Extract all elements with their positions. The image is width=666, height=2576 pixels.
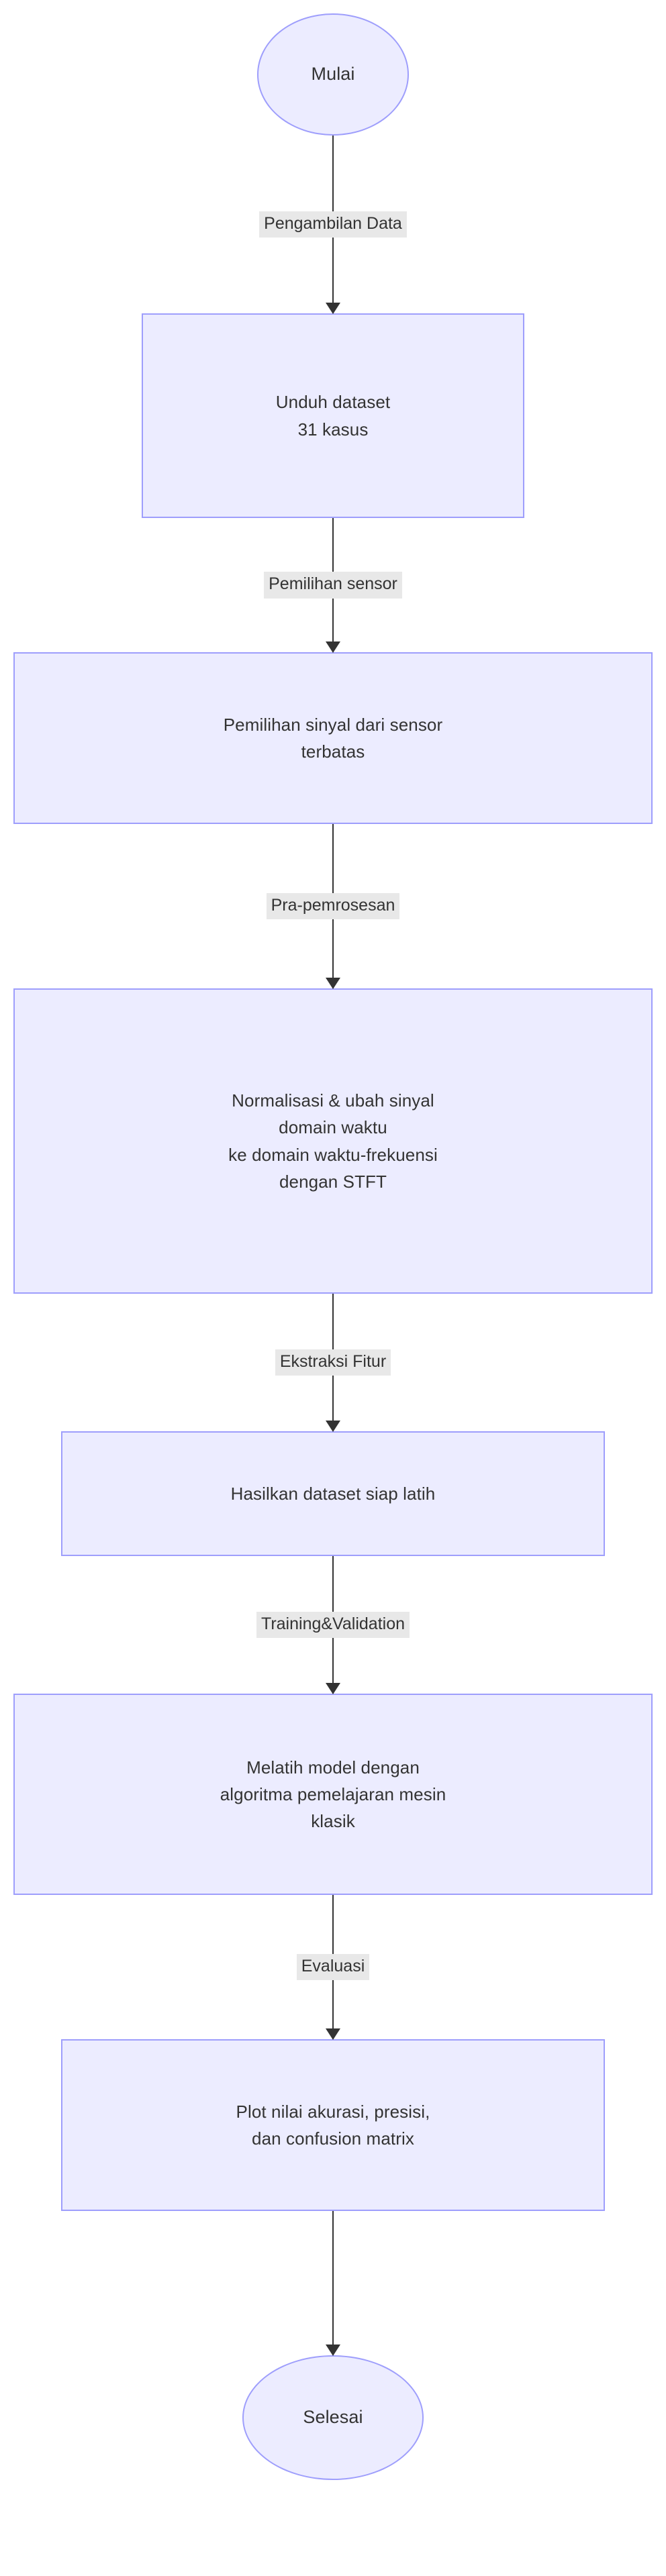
edge-label-pemilihan-sensor: Pemilihan sensor [264, 572, 402, 599]
edge-unduh-to-sensor: Pemilihan sensor [0, 518, 666, 653]
node-melatih-model[interactable]: Melatih model dengan algoritma pemelajar… [13, 1694, 653, 1895]
arrowhead-icon [326, 641, 340, 653]
node-pemilihan-sinyal[interactable]: Pemilihan sinyal dari sensor terbatas [13, 652, 653, 824]
node-unduh-dataset[interactable]: Unduh dataset 31 kasus [142, 313, 524, 518]
edge-label-pengambilan-data: Pengambilan Data [259, 211, 407, 238]
arrowhead-icon [326, 2345, 340, 2356]
node-unduh-dataset-label: Unduh dataset 31 kasus [275, 392, 391, 440]
edge-label-pra-pemrosesan: Pra-pemrosesan [266, 892, 400, 920]
node-plot-metrik-label: Plot nilai akurasi, presisi, dan confusi… [236, 2101, 430, 2149]
node-start-label: Mulai [311, 64, 355, 85]
arrowhead-icon [326, 1683, 340, 1694]
node-normalisasi-stft-label: Normalisasi & ubah sinyal domain waktu k… [228, 1090, 438, 1192]
node-pemilihan-sinyal-label: Pemilihan sinyal dari sensor terbatas [223, 714, 443, 762]
arrowhead-icon [326, 978, 340, 989]
node-end-label: Selesai [303, 2407, 363, 2428]
arrowhead-icon [326, 1421, 340, 1432]
edge-label-training-validation: Training&Validation [256, 1611, 410, 1639]
node-normalisasi-stft[interactable]: Normalisasi & ubah sinyal domain waktu k… [13, 988, 653, 1294]
edge-label-ekstraksi-fitur: Ekstraksi Fitur [275, 1349, 391, 1376]
node-dataset-siap-latih[interactable]: Hasilkan dataset siap latih [61, 1431, 605, 1556]
node-end[interactable]: Selesai [242, 2355, 424, 2480]
node-melatih-model-label: Melatih model dengan algoritma pemelajar… [220, 1757, 446, 1832]
edge-latih-to-plot: Evaluasi [0, 1895, 666, 2040]
edge-stft-to-siap: Ekstraksi Fitur [0, 1294, 666, 1432]
edge-siap-to-latih: Training&Validation [0, 1556, 666, 1694]
edge-label-evaluasi: Evaluasi [296, 1953, 370, 1981]
node-plot-metrik[interactable]: Plot nilai akurasi, presisi, dan confusi… [61, 2039, 605, 2211]
edge-start-to-unduh: Pengambilan Data [0, 136, 666, 314]
edge-line [332, 2211, 334, 2355]
top-spacer [0, 0, 666, 13]
edge-sensor-to-stft: Pra-pemrosesan [0, 824, 666, 989]
node-start[interactable]: Mulai [257, 13, 409, 136]
edge-plot-to-end [0, 2211, 666, 2356]
arrowhead-icon [326, 303, 340, 314]
node-dataset-siap-latih-label: Hasilkan dataset siap latih [230, 1483, 436, 1504]
arrowhead-icon [326, 2028, 340, 2040]
